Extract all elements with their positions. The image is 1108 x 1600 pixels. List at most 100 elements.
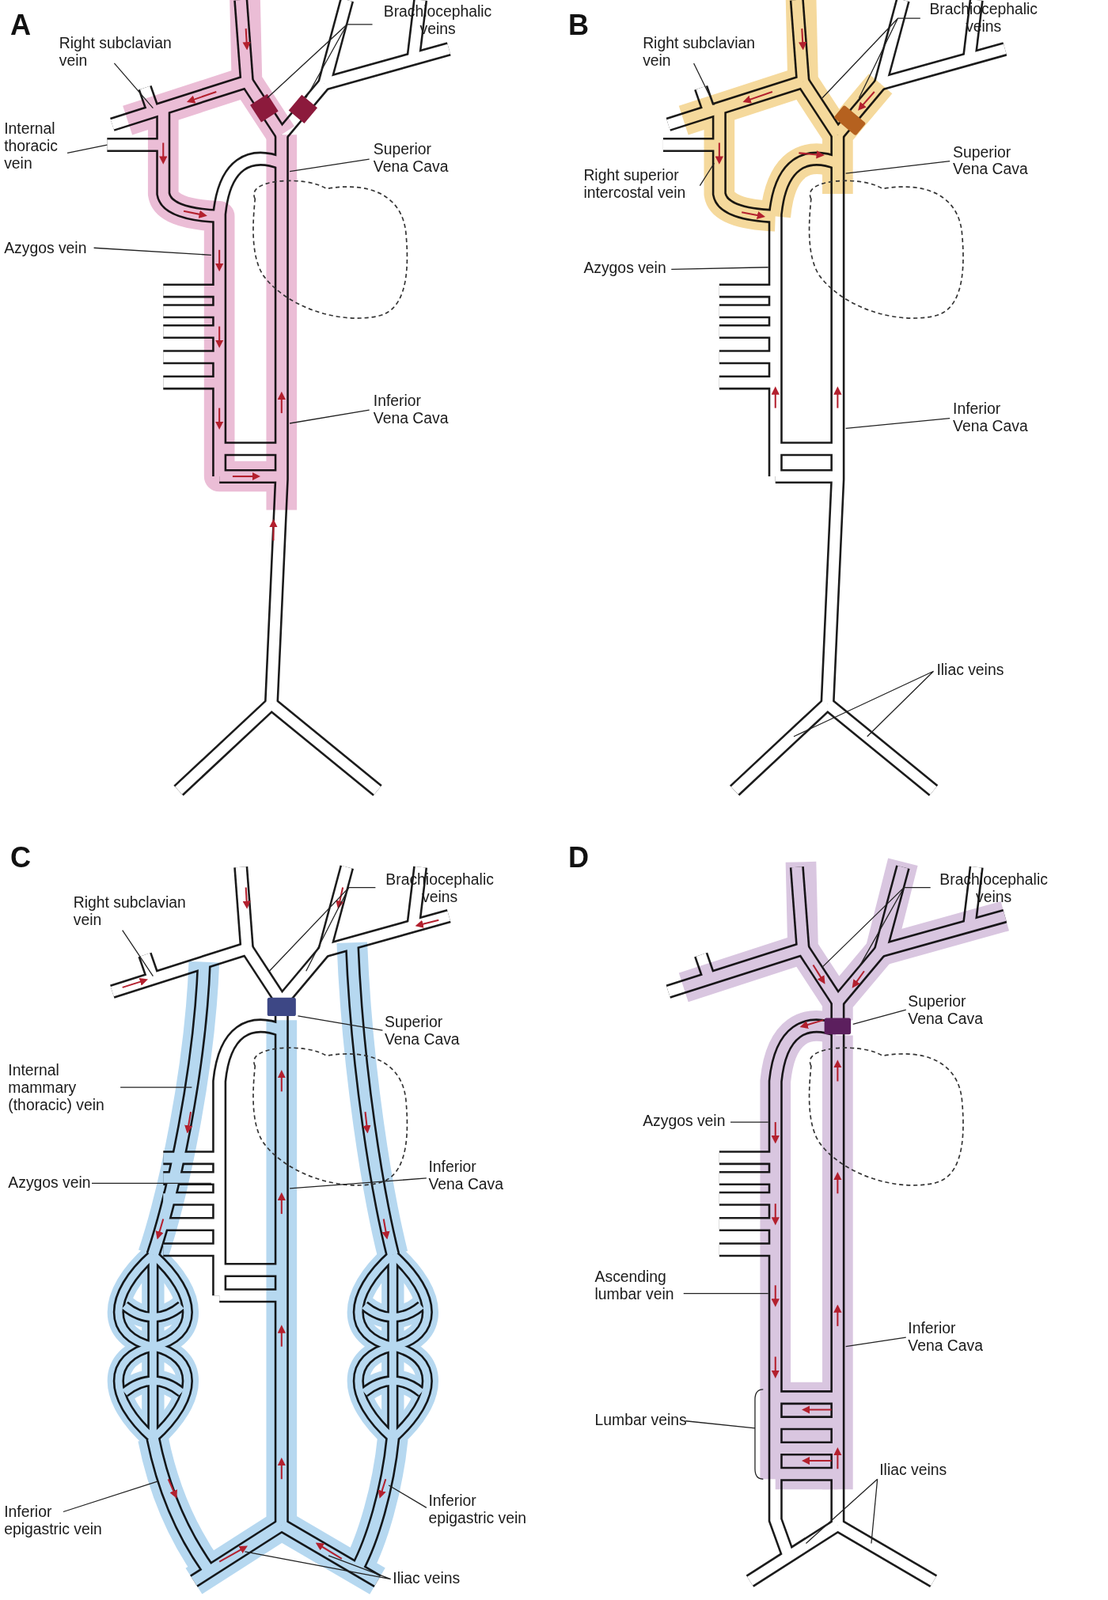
vessel-label: Right subclavian vein bbox=[73, 893, 202, 929]
collateral-highlight bbox=[683, 861, 1006, 1490]
vessel-label: Ascending lumbar vein bbox=[595, 1267, 698, 1303]
flow-arrows bbox=[122, 887, 440, 1563]
collateral-highlight-part bbox=[265, 134, 297, 510]
vessel-label: Right subclavian vein bbox=[642, 34, 771, 69]
panel-letter: C bbox=[10, 842, 31, 874]
flow-arrows-part bbox=[280, 394, 283, 414]
flow-arrows-part bbox=[280, 1195, 283, 1215]
flow-arrows-part bbox=[218, 326, 221, 346]
leader-lines-part bbox=[94, 247, 212, 255]
vessel-label: Brachiocephalic veins bbox=[379, 870, 501, 906]
flow-arrows-part bbox=[812, 965, 824, 983]
flow-arrows-part bbox=[246, 28, 247, 47]
vessel-label: Iliac veins bbox=[879, 1460, 947, 1479]
flow-arrows-part bbox=[836, 389, 839, 408]
vein-lumen bbox=[112, 867, 449, 1582]
obstruction-block bbox=[288, 94, 318, 124]
flow-arrows-part bbox=[158, 1219, 164, 1238]
flow-arrows-part bbox=[741, 212, 763, 217]
flow-arrows-part bbox=[853, 971, 865, 986]
collateral-highlight-part bbox=[880, 916, 1006, 952]
leader-lines-part bbox=[699, 163, 714, 186]
flow-arrows-part bbox=[122, 980, 145, 988]
heart-outline bbox=[809, 1047, 964, 1186]
vessel-label: Internal thoracic vein bbox=[3, 119, 74, 172]
vessel-label: Brachiocephalic veins bbox=[933, 870, 1055, 906]
leader-lines-part bbox=[267, 24, 373, 99]
vessel-label: Inferior Vena Cava bbox=[373, 391, 458, 427]
collateral-highlight-part bbox=[163, 106, 282, 477]
flow-arrows-part bbox=[246, 887, 247, 907]
flow-arrows-part bbox=[183, 211, 205, 216]
collateral-highlight bbox=[118, 942, 428, 1582]
vein-lumen bbox=[663, 0, 1006, 791]
leader-lines-part bbox=[244, 1551, 391, 1580]
collateral-highlight-part bbox=[775, 159, 839, 217]
flow-arrows-part bbox=[168, 1479, 176, 1496]
flow-arrows-part bbox=[801, 28, 803, 47]
vessel-label: Inferior epigastric vein bbox=[428, 1491, 541, 1527]
collateral-highlight-part bbox=[127, 81, 247, 121]
flow-arrows-part bbox=[162, 142, 164, 161]
leader-lines-part bbox=[694, 63, 715, 106]
leader-lines-part bbox=[113, 63, 153, 109]
flow-arrows-part bbox=[383, 1219, 388, 1238]
flow-arrows-part bbox=[745, 91, 773, 102]
vessel-label: Inferior Vena Cava bbox=[952, 399, 1037, 435]
collateral-highlight-part bbox=[118, 1255, 428, 1439]
collateral-highlight-part bbox=[683, 948, 804, 988]
heart-outline bbox=[253, 1047, 407, 1186]
flow-arrows-part bbox=[804, 1460, 832, 1462]
flow-arrows-part bbox=[365, 1111, 369, 1131]
leader-lines-part bbox=[269, 887, 376, 972]
vessel-label: Brachiocephalic veins bbox=[923, 0, 1044, 35]
flow-arrows-part bbox=[774, 1122, 777, 1141]
flow-arrows-part bbox=[187, 1111, 191, 1131]
panel-d bbox=[667, 861, 1005, 1582]
vessel-label: Azygos vein bbox=[7, 1173, 91, 1192]
collateral-highlight-part bbox=[837, 83, 881, 194]
leader-lines-part bbox=[120, 1087, 192, 1089]
leader-lines-part bbox=[822, 18, 921, 99]
leader-lines-part bbox=[289, 159, 370, 171]
vessel-label: Superior Vena Cava bbox=[952, 142, 1037, 178]
flow-arrows-part bbox=[418, 920, 440, 926]
flow-arrows bbox=[163, 28, 282, 541]
vessel-label: Lumbar veins bbox=[595, 1411, 687, 1429]
leader-lines-part bbox=[685, 1389, 763, 1480]
vessel-label: Superior Vena Cava bbox=[907, 992, 992, 1028]
vessel-label: Azygos vein bbox=[3, 239, 87, 257]
vessel-label: Inferior Vena Cava bbox=[907, 1319, 992, 1355]
flow-arrows-part bbox=[804, 1409, 832, 1412]
collateral-highlight-part bbox=[683, 81, 804, 121]
flow-arrows-part bbox=[774, 1357, 777, 1376]
vessel-label: Right superior intercostal vein bbox=[583, 166, 698, 202]
leader-lines-part bbox=[683, 1293, 769, 1294]
vessel-label: Superior Vena Cava bbox=[384, 1013, 469, 1048]
leader-lines-part bbox=[91, 1183, 212, 1184]
collateral-highlight-part bbox=[822, 1035, 854, 1490]
heart-outline bbox=[253, 180, 407, 319]
flow-arrows-part bbox=[280, 1460, 283, 1480]
leader-lines-part bbox=[730, 1121, 769, 1123]
vessel-label: Superior Vena Cava bbox=[373, 140, 458, 175]
vessel-label: Internal mammary (thoracic) vein bbox=[7, 1061, 118, 1114]
obstruction-block bbox=[250, 94, 279, 123]
leader-lines-part bbox=[297, 1016, 383, 1031]
flow-arrows-part bbox=[280, 1073, 283, 1092]
leader-lines-part bbox=[805, 1479, 877, 1544]
flow-arrows-part bbox=[803, 1020, 824, 1027]
flow-arrows-part bbox=[836, 1450, 839, 1469]
leader-lines-part bbox=[289, 1178, 427, 1189]
heart-outline bbox=[809, 180, 964, 319]
leader-lines-part bbox=[822, 887, 931, 968]
vessel-label: Iliac veins bbox=[936, 660, 1004, 679]
leader-lines-part bbox=[122, 930, 154, 977]
leader-lines-part bbox=[793, 671, 934, 737]
leader-lines bbox=[63, 18, 950, 1579]
vessel-label: Iliac veins bbox=[392, 1569, 460, 1587]
vein-outline bbox=[663, 0, 1006, 791]
collateral-highlight bbox=[683, 0, 881, 217]
